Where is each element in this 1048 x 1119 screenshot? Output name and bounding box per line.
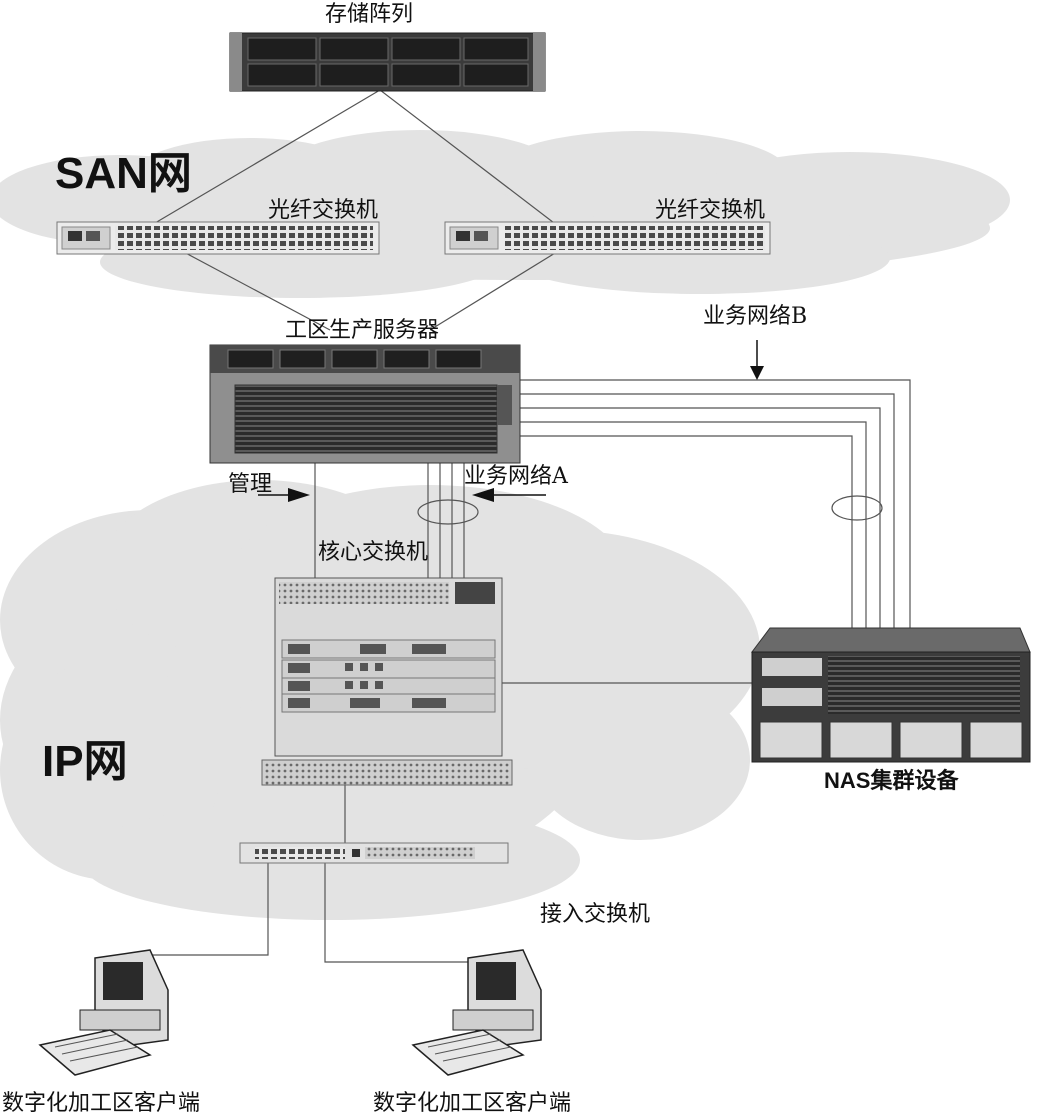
arrow-business-a (472, 488, 546, 502)
production-server-label: 工区生产服务器 (285, 318, 440, 343)
storage-array-label: 存储阵列 (325, 2, 414, 27)
business-network-a-label: 业务网络A (464, 464, 568, 489)
core-switch-device (261, 577, 513, 786)
business-network-b-label: 业务网络B (703, 304, 808, 329)
client-computer-right (411, 949, 542, 1076)
client-left-label: 数字化加工区客户端 (2, 1091, 201, 1116)
fc-switch-right-device (444, 221, 771, 255)
connection-lines (148, 89, 911, 963)
ip-network-label: IP网 (42, 737, 128, 786)
client-computer-left (38, 949, 169, 1076)
san-network-label: SAN网 (55, 149, 192, 198)
fc-switch-left-device (56, 221, 380, 255)
arrow-management (258, 488, 310, 502)
production-server-device (209, 344, 521, 464)
arrow-business-b (750, 340, 764, 380)
fc-switch-left-label: 光纤交换机 (268, 198, 379, 223)
client-right-label: 数字化加工区客户端 (373, 1091, 572, 1116)
fc-switch-right-label: 光纤交换机 (655, 198, 766, 223)
management-label: 管理 (228, 472, 273, 497)
nas-cluster-device (751, 627, 1031, 763)
access-switch-device (239, 842, 509, 864)
core-switch-label: 核心交换机 (318, 540, 429, 565)
nas-cluster-label: NAS集群设备 (824, 768, 959, 793)
storage-array-device (229, 32, 546, 92)
access-switch-label: 接入交换机 (540, 902, 651, 927)
